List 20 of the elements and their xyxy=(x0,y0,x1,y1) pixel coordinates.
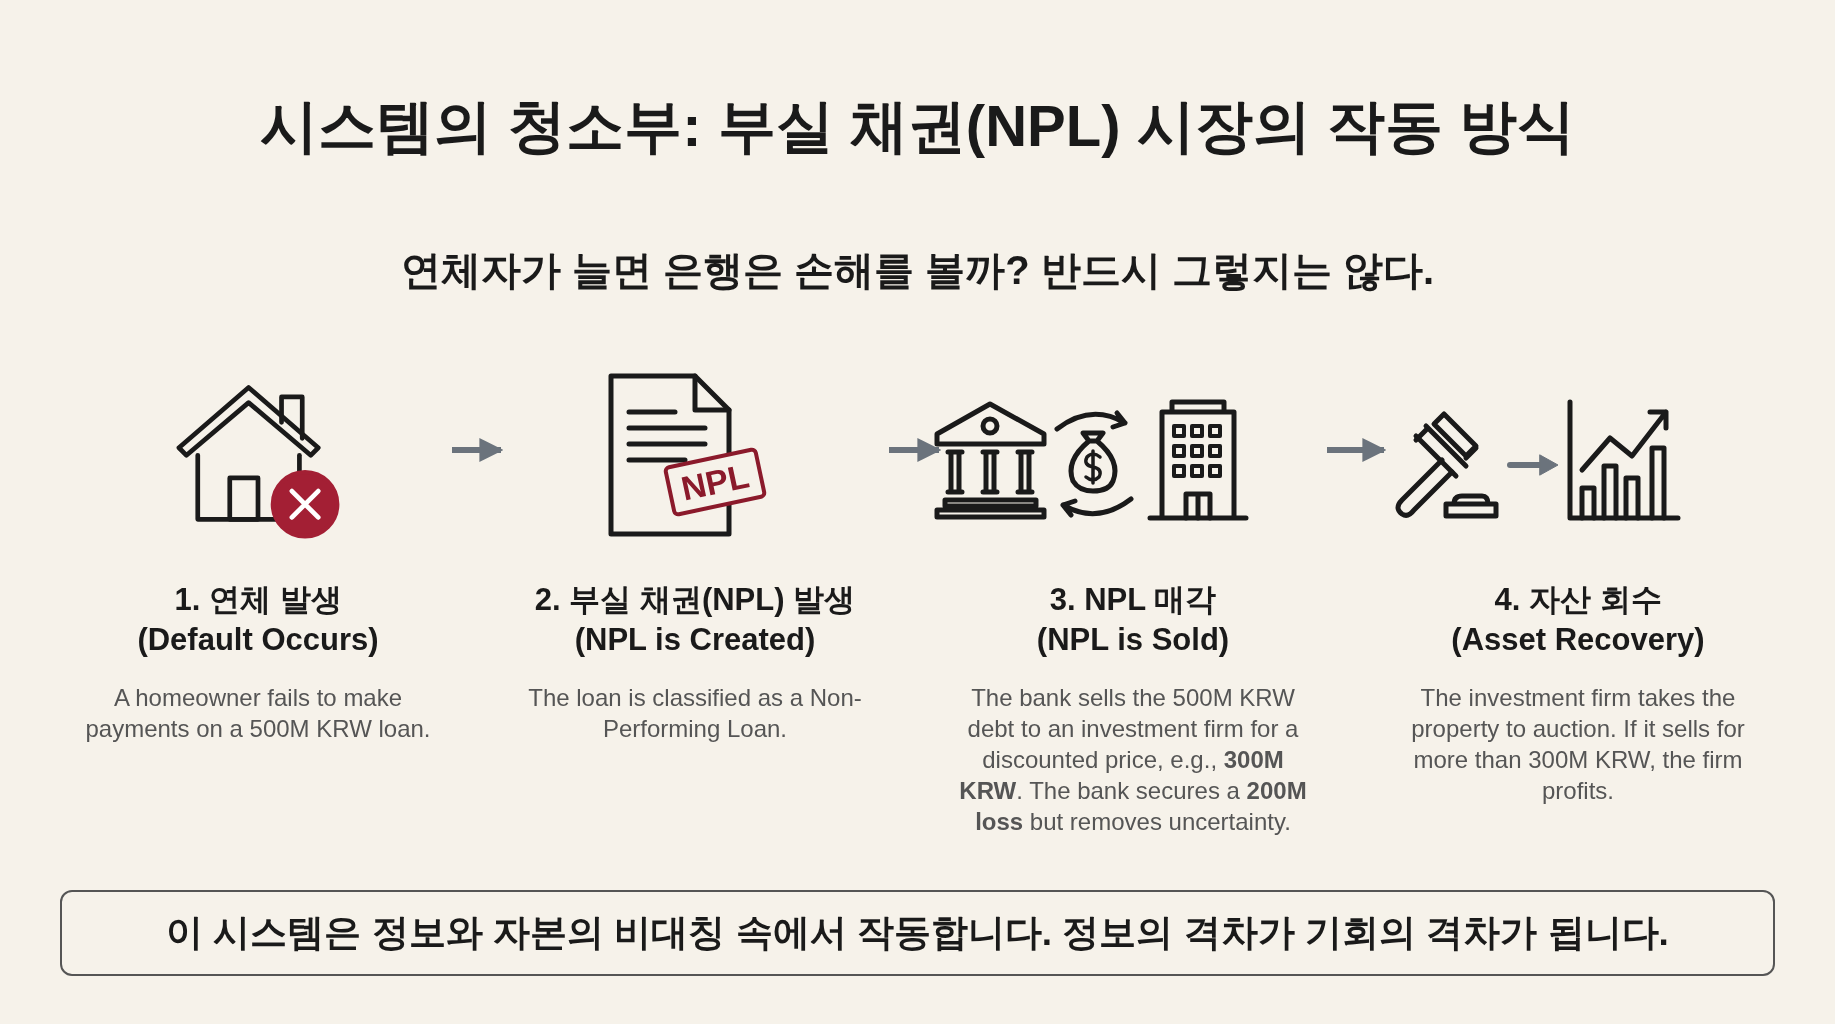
arrow xyxy=(1327,438,1387,462)
step-heading: 1. 연체 발생 xyxy=(174,581,342,619)
step-description: The investment firm takes the property to auction. If it sells for more than 300M KRW, the firm profits. xyxy=(1410,683,1746,806)
step-heading: 4. 자산 회수 xyxy=(1494,581,1662,619)
step-description: The bank sells the 500M KRW debt to an investment firm for a discounted price, e.g., 300M KRW. The bank secures a 200M loss but removes uncertainty. xyxy=(958,683,1308,837)
step-description: A homeowner fails to make payments on a 500M KRW loan. xyxy=(84,683,432,744)
step-heading: 2. 부실 채권(NPL) 발생 xyxy=(534,581,856,619)
step-heading: (Asset Recovery) xyxy=(1451,621,1705,659)
step-heading: (NPL is Created) xyxy=(574,621,816,659)
subtitle: 연체자가 늘면 은행은 손해를 볼까? 반드시 그렇지는 않다. xyxy=(399,247,1436,294)
summary-box xyxy=(60,890,1775,976)
step-heading: (Default Occurs) xyxy=(137,621,379,659)
arrow xyxy=(452,438,504,462)
arrow xyxy=(889,438,942,462)
stamp-label: NPL xyxy=(662,446,768,518)
step-description: The loan is classified as a Non-Performing Loan. xyxy=(527,683,863,744)
summary-text: 이 시스템은 정보와 자본의 비대칭 속에서 작동합니다. 정보의 격차가 기회의 격차가 됩니다. xyxy=(166,911,1669,955)
step-heading: (NPL is Sold) xyxy=(1036,621,1230,659)
title: 시스템의 청소부: 부실 채권(NPL) 시장의 작동 방식 xyxy=(259,92,1576,160)
step-heading: 3. NPL 매각 xyxy=(1049,581,1217,619)
